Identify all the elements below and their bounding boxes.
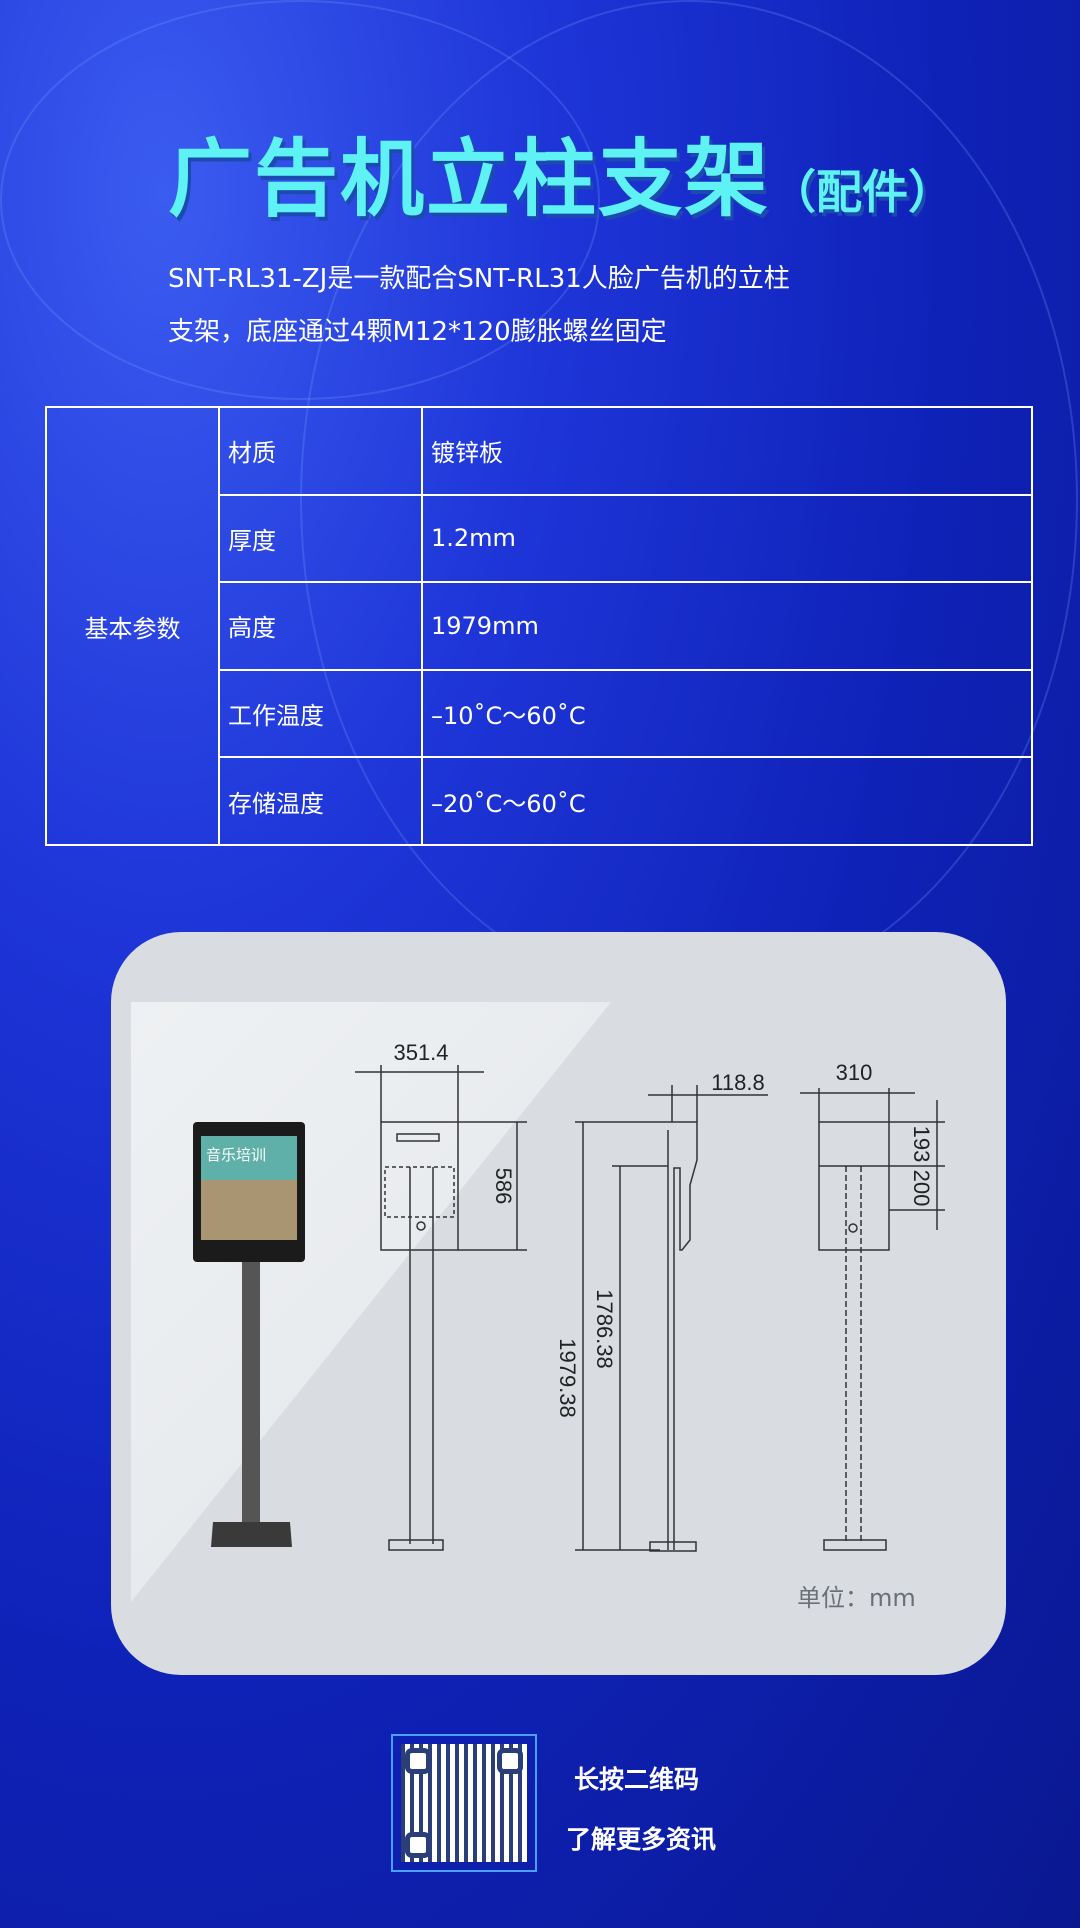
back-view (800, 1088, 945, 1551)
dim-mount-height: 1786.38 (592, 1289, 617, 1369)
dim-head-height: 586 (491, 1168, 516, 1205)
drawing-panel (111, 932, 1006, 1675)
dim-back-width: 310 (836, 1060, 873, 1085)
dim-total-height: 1979.38 (555, 1338, 580, 1418)
spec-value: –20˚C～60˚C (421, 756, 1033, 846)
spec-group-label: 基本参数 (45, 406, 220, 846)
svg-text:音乐培训: 音乐培训 (206, 1147, 266, 1164)
product-photo: 音乐培训 (193, 1122, 305, 1547)
front-view (355, 1065, 527, 1551)
page-title: 广告机立柱支架（配件） (168, 130, 955, 228)
spec-key: 厚度 (218, 493, 423, 584)
spec-value: 1.2mm (421, 493, 1033, 584)
spec-key: 高度 (218, 581, 423, 671)
description-line-1: SNT-RL31-ZJ是一款配合SNT-RL31人脸广告机的立柱 (168, 264, 790, 294)
description-line-2: 支架，底座通过4颗M12*120膨胀螺丝固定 (168, 317, 667, 347)
table-row: 工作温度–10˚C～60˚C (46, 668, 1033, 759)
table-row: 基本参数材质镀锌板 (45, 406, 1033, 846)
spec-value: 1979mm (421, 581, 1033, 671)
dim-front-width: 351.4 (393, 1040, 448, 1065)
dim-side-depth: 118.8 (711, 1070, 764, 1095)
qr-caption-line-1: 长按二维码 (574, 1765, 700, 1794)
spec-value: 镀锌板 (421, 406, 1033, 496)
spec-key: 存储温度 (218, 756, 423, 846)
qr-caption-line-2: 了解更多资讯 (566, 1825, 717, 1854)
spec-key: 材质 (218, 406, 423, 496)
qr-code[interactable] (391, 1734, 537, 1872)
side-view (575, 1085, 768, 1552)
unit-label: 单位：mm (797, 1584, 916, 1612)
dim-back-mid: 200 (909, 1170, 934, 1207)
spec-key: 工作温度 (218, 668, 423, 759)
table-row: 存储温度–20˚C～60˚C (46, 756, 1033, 846)
dim-back-top: 193 (909, 1126, 934, 1163)
spec-value: –10˚C～60˚C (421, 668, 1033, 759)
